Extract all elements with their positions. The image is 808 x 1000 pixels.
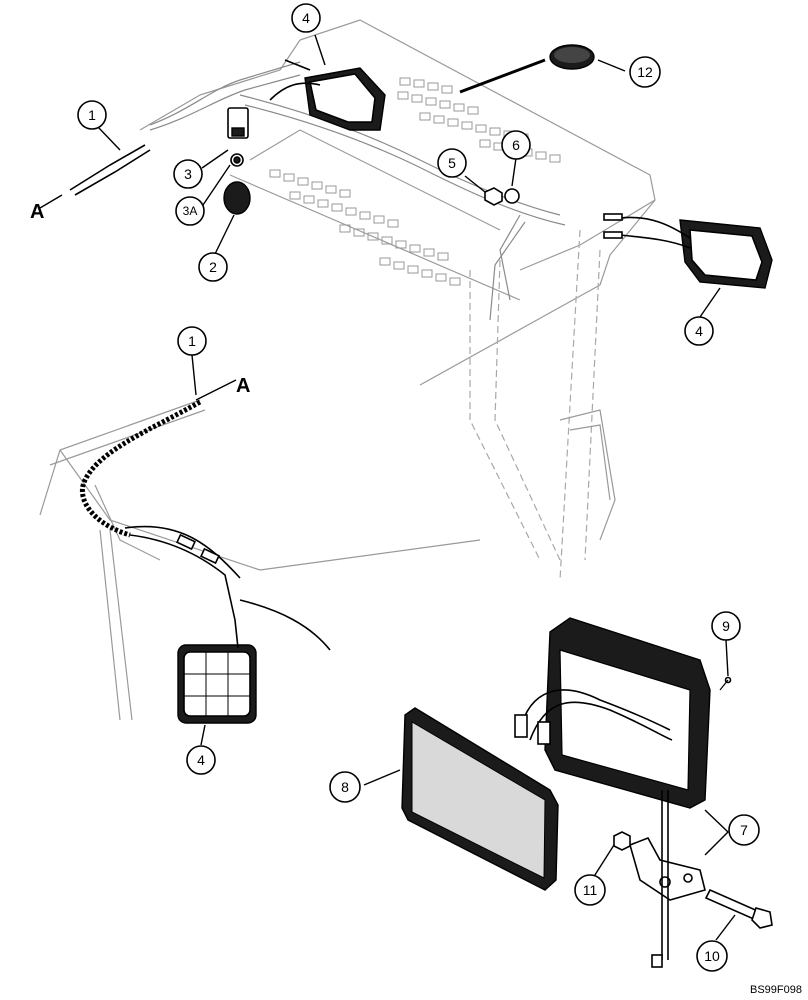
- callout-1-top: 1: [77, 100, 107, 130]
- svg-text:3A: 3A: [183, 204, 198, 218]
- callout-2: 2: [198, 252, 228, 282]
- svg-text:10: 10: [704, 948, 720, 964]
- switch-assembly: [223, 107, 251, 215]
- figure-code: BS99F098: [750, 984, 802, 996]
- cab-roof-outline: [139, 19, 656, 581]
- callout-leaders: [39, 34, 736, 941]
- upper-wire-harness: [69, 61, 566, 321]
- work-light-right: [603, 213, 773, 289]
- svg-text:4: 4: [197, 752, 205, 768]
- svg-text:11: 11: [583, 882, 598, 898]
- svg-text:5: 5: [448, 155, 456, 171]
- callout-6: 6: [501, 130, 531, 160]
- callout-4-top: 4: [291, 3, 321, 33]
- work-light-lower-left: [177, 619, 257, 724]
- callout-4-right: 4: [684, 316, 714, 346]
- lamp-housing: [514, 617, 711, 809]
- lamp-lens: [401, 707, 559, 891]
- callout-5: 5: [437, 148, 467, 178]
- cab-front-outline: [39, 399, 481, 721]
- ref-letter-a-mid: A: [236, 375, 250, 397]
- ref-letter-a-top: A: [30, 201, 44, 223]
- callout-3: 3: [173, 159, 203, 189]
- svg-text:7: 7: [740, 822, 748, 838]
- svg-text:9: 9: [722, 618, 730, 634]
- work-light-top: [269, 59, 386, 131]
- svg-text:6: 6: [512, 137, 520, 153]
- callout-7: 7: [728, 814, 760, 846]
- callout-8: 8: [329, 771, 361, 803]
- svg-text:3: 3: [184, 166, 192, 182]
- lens-cap: [459, 44, 595, 94]
- callout-12: 12: [629, 56, 661, 88]
- svg-text:1: 1: [188, 333, 196, 349]
- callout-10: 10: [696, 940, 728, 972]
- svg-text:2: 2: [209, 259, 217, 275]
- lower-wire-harness: [79, 399, 331, 651]
- callout-11: 11: [574, 874, 606, 906]
- bracket-hardware: [613, 676, 773, 968]
- svg-text:1: 1: [88, 107, 96, 123]
- nut-washer: [484, 187, 520, 206]
- callout-3a: 3A: [175, 196, 205, 226]
- svg-text:8: 8: [341, 779, 349, 795]
- svg-text:12: 12: [637, 64, 653, 80]
- callout-1-mid: 1: [177, 326, 207, 356]
- callout-9: 9: [711, 611, 741, 641]
- callout-4-left: 4: [186, 745, 216, 775]
- svg-text:4: 4: [695, 323, 703, 339]
- svg-text:4: 4: [302, 10, 310, 26]
